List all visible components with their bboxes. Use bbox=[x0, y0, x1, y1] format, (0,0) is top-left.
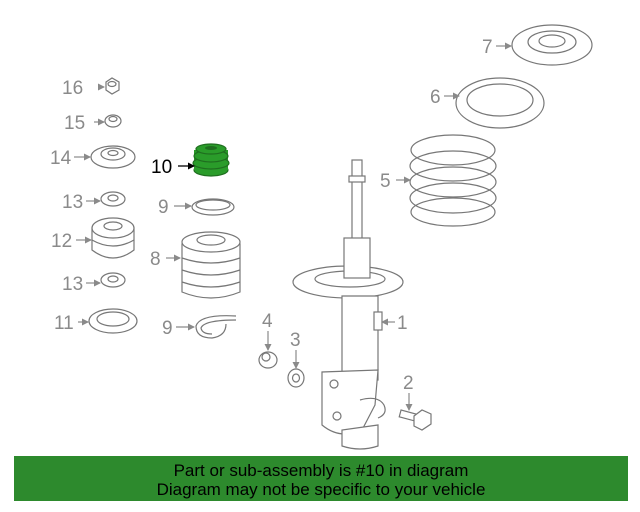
callout-6: 6 bbox=[430, 87, 441, 108]
part-1-strut[interactable] bbox=[292, 159, 404, 450]
callout-14: 14 bbox=[50, 148, 72, 169]
part-5-coil-spring[interactable] bbox=[409, 134, 497, 227]
part-14-seat[interactable] bbox=[90, 145, 136, 169]
callout-12: 12 bbox=[51, 231, 72, 252]
callout-13-lower: 13 bbox=[62, 274, 83, 295]
callout-3: 3 bbox=[290, 330, 301, 351]
callout-8: 8 bbox=[150, 249, 161, 270]
callout-9-lower: 9 bbox=[162, 318, 173, 339]
info-banner: Part or sub-assembly is #10 in diagram D… bbox=[14, 456, 628, 501]
callout-7: 7 bbox=[482, 37, 493, 58]
banner-line-2: Diagram may not be specific to your vehi… bbox=[156, 480, 486, 499]
part-15-washer[interactable] bbox=[104, 114, 122, 128]
callout-10: 10 bbox=[151, 157, 172, 178]
part-11-seat[interactable] bbox=[88, 308, 138, 334]
callout-15: 15 bbox=[64, 113, 85, 134]
part-6-spring-seat[interactable] bbox=[455, 77, 545, 129]
callout-2: 2 bbox=[403, 373, 414, 394]
callout-16: 16 bbox=[62, 78, 83, 99]
part-10-bump-stop[interactable] bbox=[192, 143, 230, 177]
part-3-washer[interactable] bbox=[287, 368, 305, 388]
callout-11: 11 bbox=[54, 313, 74, 334]
part-9-ring-lower[interactable] bbox=[195, 315, 237, 339]
callout-9-upper: 9 bbox=[158, 197, 169, 218]
part-8-dust-boot[interactable] bbox=[181, 231, 241, 299]
callout-4: 4 bbox=[262, 311, 273, 332]
part-12-mount[interactable] bbox=[91, 217, 135, 259]
part-13-washer-upper[interactable] bbox=[100, 191, 126, 207]
part-7-insulator[interactable] bbox=[511, 24, 593, 66]
callout-5: 5 bbox=[380, 171, 391, 192]
part-9-ring-upper[interactable] bbox=[191, 198, 235, 216]
parts-diagram: 16 15 14 10 13 9 12 8 13 11 9 7 6 5 4 3 … bbox=[50, 24, 593, 450]
callout-1: 1 bbox=[397, 313, 408, 334]
part-4-bushing[interactable] bbox=[258, 351, 278, 369]
part-2-bolt[interactable] bbox=[398, 409, 432, 431]
part-13-washer-lower[interactable] bbox=[100, 272, 126, 288]
callout-13-upper: 13 bbox=[62, 192, 83, 213]
banner-line-1: Part or sub-assembly is #10 in diagram bbox=[173, 461, 469, 480]
part-16-nut[interactable] bbox=[105, 77, 120, 95]
